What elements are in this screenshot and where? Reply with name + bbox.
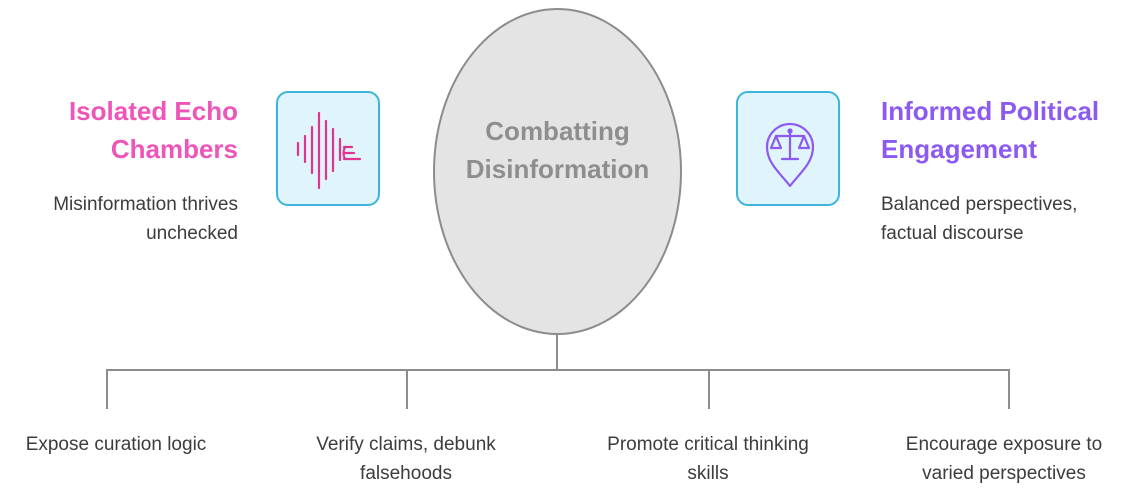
branch-drop-2 xyxy=(406,369,408,409)
right-icon-tile xyxy=(736,91,840,206)
left-icon-tile xyxy=(276,91,380,206)
branch-drop-4 xyxy=(1008,369,1010,409)
strategy-encourage-varied-exposure: Encourage exposure to varied perspective… xyxy=(905,434,1103,484)
branch-connector xyxy=(106,369,1010,371)
right-heading: Informed Political Engagement xyxy=(881,96,1100,164)
left-description: Misinformation thrives unchecked xyxy=(53,194,238,244)
central-concept-circle xyxy=(433,8,682,335)
balance-scale-pin-icon xyxy=(765,122,815,188)
trunk-connector xyxy=(556,335,558,370)
branch-drop-3 xyxy=(708,369,710,409)
strategy-promote-critical-thinking: Promote critical thinking skills xyxy=(607,434,809,484)
right-description: Balanced perspectives, factual discourse xyxy=(881,194,1078,244)
central-concept-title: Combatting Disinformation xyxy=(465,116,650,184)
strategy-expose-curation-logic: Expose curation logic xyxy=(25,434,207,455)
left-heading: Isolated Echo Chambers xyxy=(68,96,238,164)
strategy-verify-claims: Verify claims, debunk falsehoods xyxy=(316,434,496,484)
sound-wave-icon xyxy=(296,111,362,190)
branch-drop-1 xyxy=(106,369,108,409)
